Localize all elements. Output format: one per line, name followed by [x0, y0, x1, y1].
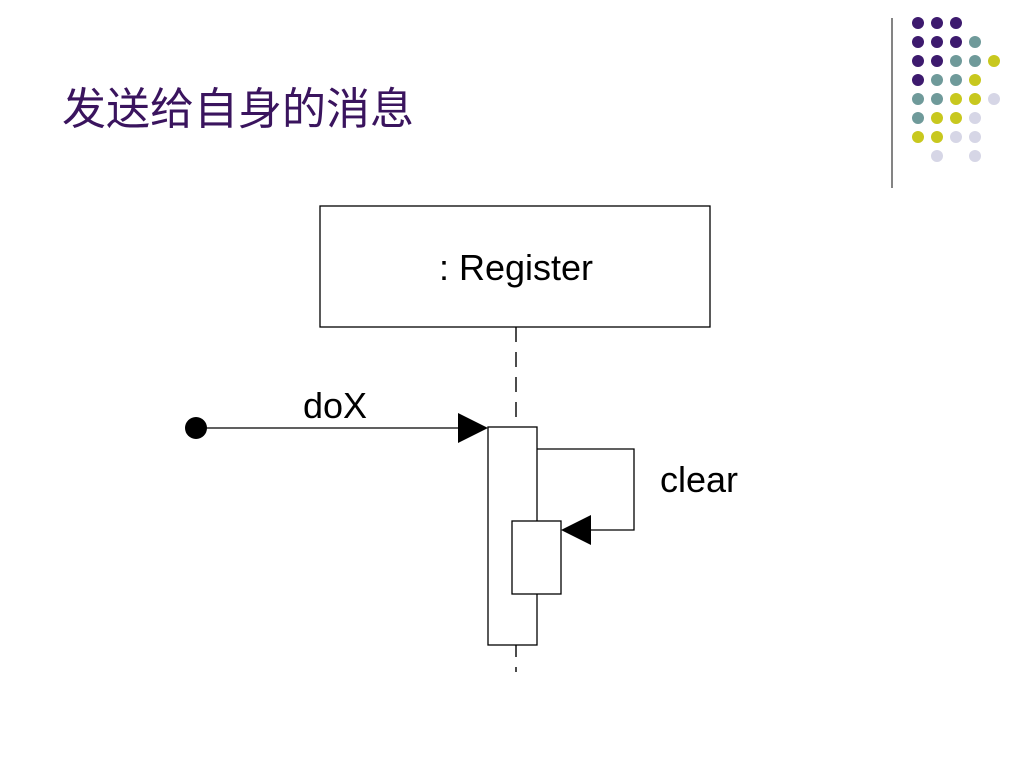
self-message-loop [537, 448, 635, 531]
decorative-dot-yellow [950, 93, 962, 105]
decorative-dot-lavender [950, 131, 962, 143]
decorative-dot-yellow [931, 131, 943, 143]
decorative-dot-teal [950, 74, 962, 86]
dox-message-label: doX [303, 385, 367, 426]
decorative-dot-yellow [931, 112, 943, 124]
object-box [319, 205, 711, 328]
decorative-dot-purple [931, 55, 943, 67]
decorative-dot-teal [931, 93, 943, 105]
decorative-dot-teal [912, 93, 924, 105]
decorative-dot-purple [912, 74, 924, 86]
decorative-dot-purple [931, 17, 943, 29]
decorative-dot-purple [950, 17, 962, 29]
self-message-arrowhead [561, 515, 591, 545]
decorative-dot-purple [912, 17, 924, 29]
decorative-dot-purple [950, 36, 962, 48]
nested-activation-bar [511, 520, 562, 595]
decorative-dot-lavender [969, 112, 981, 124]
dot-layer [912, 17, 1000, 162]
decorative-dot-teal [969, 55, 981, 67]
decorative-dot-lavender [969, 131, 981, 143]
self-message-label: clear [660, 459, 738, 500]
decorative-dot-lavender [988, 93, 1000, 105]
decorative-dot-yellow [912, 131, 924, 143]
object-label: : Register [439, 247, 593, 288]
decorative-dot-teal [969, 36, 981, 48]
slide-title: 发送给自身的消息 [62, 84, 414, 135]
decorative-dot-lavender [969, 150, 981, 162]
decorative-dot-teal [950, 55, 962, 67]
decorative-dot-yellow [969, 93, 981, 105]
decorative-dot-purple [912, 36, 924, 48]
decorative-dot-purple [912, 55, 924, 67]
decorative-dot-teal [931, 74, 943, 86]
decorative-dot-yellow [988, 55, 1000, 67]
decorative-dot-grid [891, 17, 1000, 188]
decorative-dot-yellow [950, 112, 962, 124]
decorative-dot-lavender [931, 150, 943, 162]
dox-arrowhead [458, 413, 488, 443]
decorative-dot-teal [912, 112, 924, 124]
decorative-dot-purple [931, 36, 943, 48]
decorative-dot-yellow [969, 74, 981, 86]
